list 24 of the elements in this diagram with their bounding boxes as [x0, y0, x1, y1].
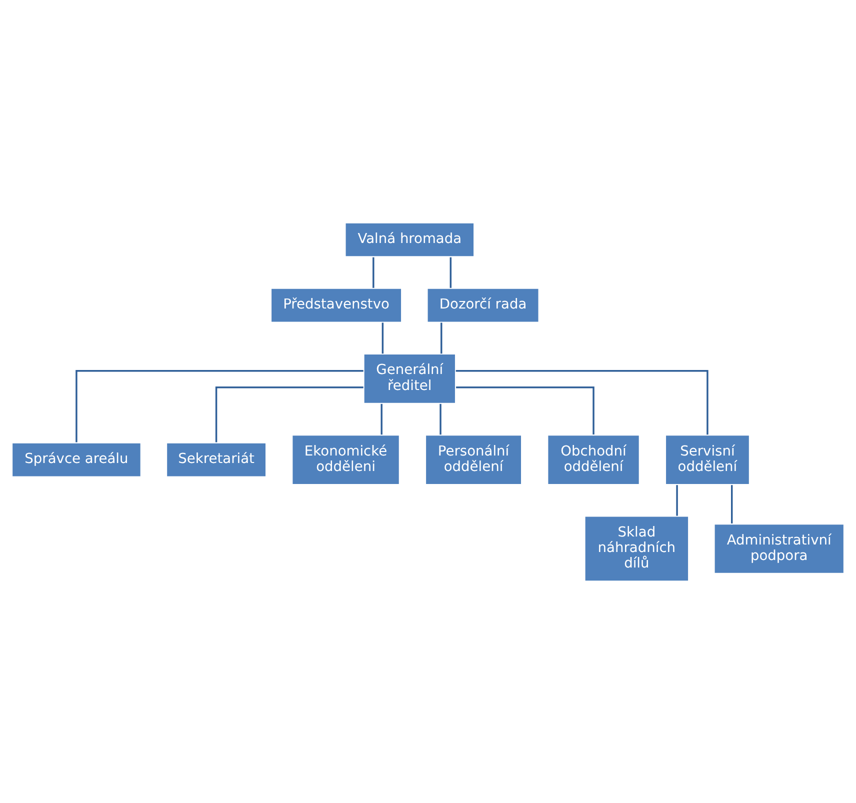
- node-box: Servisní oddělení: [664, 433, 751, 486]
- node-box: Generální ředitel: [362, 352, 457, 404]
- node-box: Valná hromada: [344, 221, 476, 258]
- connector: [440, 403, 442, 434]
- node-box: Administrativní podpora: [713, 522, 846, 574]
- node-box: Ekonomické odděleni: [290, 433, 401, 486]
- connector: [76, 370, 364, 442]
- connector: [215, 386, 364, 442]
- node-box: Správce areálu: [10, 441, 142, 478]
- connector: [372, 256, 374, 288]
- connector: [456, 370, 708, 434]
- node-box: Sekretariát: [165, 441, 268, 478]
- connector: [456, 386, 594, 434]
- node-box: Dozorčí rada: [426, 286, 540, 323]
- connector: [730, 484, 733, 523]
- node-box: Představenstvo: [270, 286, 403, 323]
- connector: [676, 484, 678, 516]
- connector: [450, 256, 452, 288]
- node-box: Sklad náhradních dílů: [584, 514, 690, 582]
- connector: [440, 322, 442, 354]
- node-box: Personální oddělení: [424, 433, 523, 486]
- node-box: Obchodní oddělení: [546, 433, 641, 486]
- connector: [382, 322, 384, 354]
- connector: [380, 403, 382, 434]
